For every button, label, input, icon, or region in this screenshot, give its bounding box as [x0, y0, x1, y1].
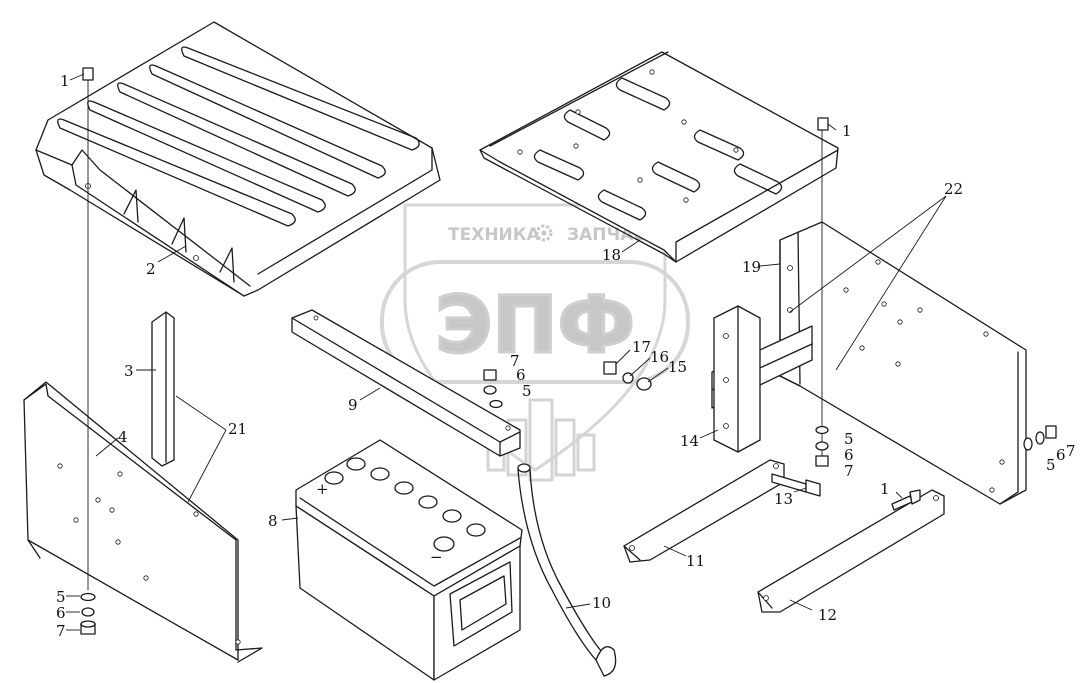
callout-17: 17 — [632, 338, 651, 356]
gear-icon — [535, 224, 553, 242]
callout-9: 9 — [348, 396, 358, 414]
callout-1-lower: 1 — [880, 480, 890, 498]
callout-12: 12 — [818, 606, 837, 624]
watermark-logo-letters: ЭПФ — [435, 281, 635, 371]
callout-6-left: 6 — [56, 604, 66, 622]
callout-13: 13 — [774, 490, 793, 508]
callout-5-bar: 5 — [522, 382, 532, 400]
bolt-1-lower — [891, 489, 921, 511]
right-hardware-stack — [815, 117, 829, 467]
bar-hardware-stack — [483, 369, 503, 409]
watermark-brand-left: ТЕХНИКА — [448, 225, 541, 245]
battery-plus-mark: + — [316, 480, 329, 498]
callout-16: 16 — [650, 348, 669, 366]
cover-ribs — [57, 46, 420, 227]
callout-6-right: 6 — [844, 446, 854, 464]
part-9-clamp-bar — [291, 309, 521, 457]
bolt-13 — [771, 473, 821, 497]
callout-3: 3 — [124, 362, 134, 380]
callout-4: 4 — [118, 428, 128, 446]
far-right-hardware — [1023, 425, 1057, 451]
callout-21: 21 — [228, 420, 247, 438]
part-2-ribbed-cover — [35, 21, 441, 297]
callout-15: 15 — [668, 358, 687, 376]
callout-7-left: 7 — [56, 622, 66, 640]
part-8-battery: + − — [295, 439, 523, 681]
part-11-strap — [623, 459, 785, 563]
callout-7-bar: 7 — [510, 352, 520, 370]
callout-10: 10 — [592, 594, 611, 612]
watermark-oval — [380, 260, 690, 384]
part-4-side-plate — [23, 381, 263, 663]
callout-18: 18 — [602, 246, 621, 264]
part-3-strip — [151, 311, 175, 467]
callout-22: 22 — [944, 180, 963, 198]
callout-5-far-right: 5 — [1046, 456, 1056, 474]
nut-washer-group-15-17 — [603, 361, 652, 391]
callout-19: 19 — [742, 258, 761, 276]
part-14-bracket — [713, 305, 761, 453]
callout-11: 11 — [686, 552, 705, 570]
part-18-tray — [479, 51, 839, 263]
callout-5-right: 5 — [844, 430, 854, 448]
battery-caps — [324, 457, 486, 552]
callout-5-left: 5 — [56, 588, 66, 606]
part-12-strap — [757, 489, 945, 613]
callout-6-bar: 6 — [516, 366, 526, 384]
callout-7-right: 7 — [844, 462, 854, 480]
watermark-shield — [403, 203, 667, 472]
callout-7-far-right: 7 — [1066, 442, 1076, 460]
callout-8: 8 — [268, 512, 278, 530]
callout-1-left: 1 — [60, 72, 70, 90]
callout-2: 2 — [146, 260, 156, 278]
callout-6-far-right: 6 — [1056, 446, 1066, 464]
part-10-cable — [517, 463, 617, 677]
callout-14: 14 — [680, 432, 699, 450]
battery-minus-mark: − — [430, 548, 443, 566]
left-long-bolt — [80, 67, 96, 635]
callout-1-right: 1 — [842, 122, 852, 140]
watermark: ТЕХНИКА ЗАПЧАСТИ ЭПФ — [380, 203, 690, 482]
leader-lines — [66, 73, 947, 631]
callout-numbers: 1 1 1 2 3 4 5 5 5 5 6 6 6 6 7 7 7 7 8 9 … — [56, 72, 1076, 640]
